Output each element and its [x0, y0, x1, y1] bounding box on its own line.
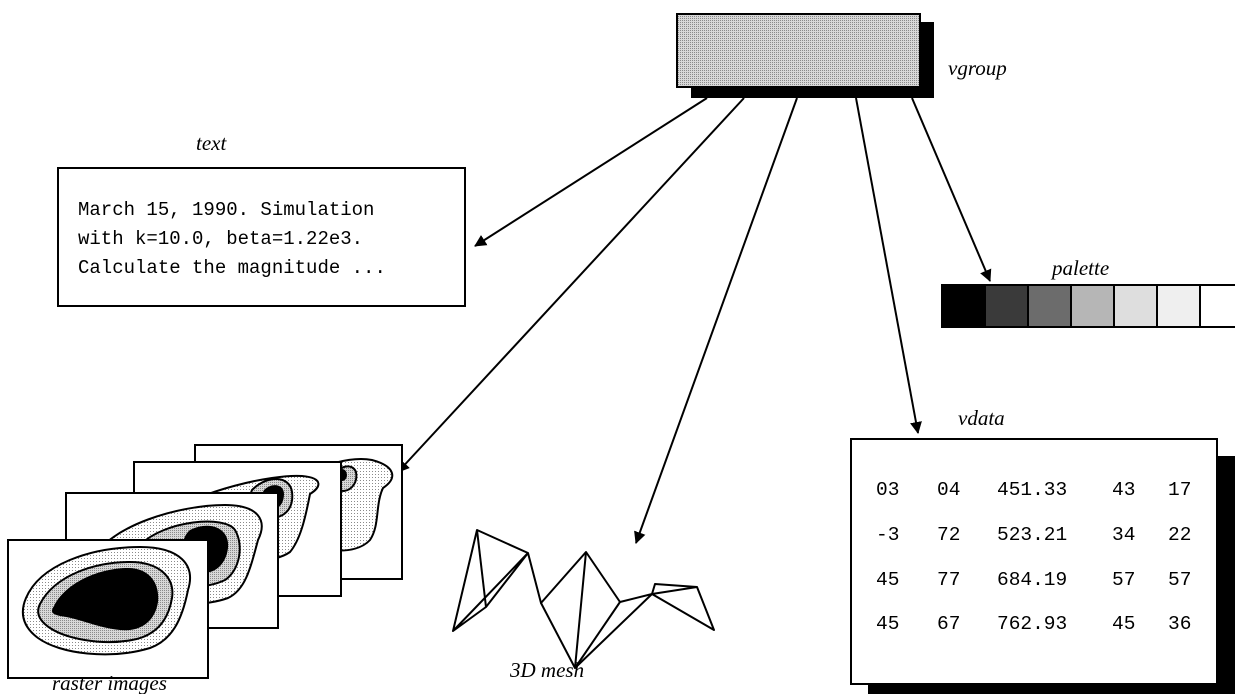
vdata-cell: 57	[1112, 569, 1135, 591]
vdata-cell: 45	[876, 569, 899, 591]
vdata-cell: 22	[1168, 524, 1191, 546]
palette-swatch	[1156, 284, 1201, 328]
vdata-cell: 03	[876, 479, 899, 501]
palette-swatches	[941, 284, 1235, 328]
arrow-to-raster-images	[397, 97, 745, 473]
palette-swatch	[941, 284, 986, 328]
vdata-cell: 684.19	[997, 569, 1067, 591]
palette-swatch	[1070, 284, 1115, 328]
vdata-cell: -3	[876, 524, 899, 546]
text-line-1: March 15, 1990. Simulation	[78, 199, 374, 221]
vdata-cell: 57	[1168, 569, 1191, 591]
palette-label: palette	[1050, 256, 1109, 280]
vgroup-node: vgroup	[676, 13, 1007, 98]
vdata-cell: 17	[1168, 479, 1191, 501]
vdata-cell: 77	[937, 569, 960, 591]
vdata-cell: 45	[876, 613, 899, 635]
vgroup-box	[676, 13, 921, 88]
raster-images-label: raster images	[52, 671, 167, 694]
vdata-table: 03 04 451.33 43 17 -3 72 523.21 34 22 45 77 684.19 57…	[876, 479, 1191, 635]
vdata-cell: 04	[937, 479, 960, 501]
vdata-node: vdata 03 04 451.33 43 17 -3 72 523.21 34 22 45 77 68…	[850, 406, 1235, 694]
vdata-cell: 67	[937, 613, 960, 635]
vdata-cell: 451.33	[997, 479, 1067, 501]
raster-images-node: raster images	[7, 444, 403, 694]
3d-mesh-label: 3D mesh	[509, 658, 584, 682]
vdata-cell: 762.93	[997, 613, 1067, 635]
palette-swatch	[1199, 284, 1235, 328]
arrow-to-vdata	[855, 97, 922, 434]
raster-image	[7, 539, 209, 679]
arrow-to-palette	[911, 97, 992, 282]
text-line-2: with k=10.0, beta=1.22e3.	[78, 228, 363, 250]
connector-arrows	[397, 97, 992, 544]
vdata-cell: 34	[1112, 524, 1135, 546]
palette-swatch	[984, 284, 1029, 328]
palette-swatch	[1113, 284, 1158, 328]
palette-node: palette	[941, 256, 1235, 328]
text-box	[57, 167, 466, 307]
vdata-label: vdata	[958, 406, 1005, 430]
palette-swatch	[1027, 284, 1072, 328]
vdata-cell: 72	[937, 524, 960, 546]
vdata-box	[850, 438, 1218, 685]
vdata-cell: 45	[1112, 613, 1135, 635]
vdata-cell: 523.21	[997, 524, 1067, 546]
vdata-cell: 36	[1168, 613, 1191, 635]
arrow-to-text	[474, 97, 708, 247]
mesh-wireframe	[452, 529, 715, 669]
vgroup-label: vgroup	[948, 56, 1007, 80]
arrow-to-3d-mesh	[634, 97, 798, 544]
text-node: text March 15, 1990. Simulation with k=1…	[57, 131, 466, 307]
text-label: text	[196, 131, 227, 155]
text-line-3: Calculate the magnitude ...	[78, 257, 386, 279]
vdata-cell: 43	[1112, 479, 1135, 501]
3d-mesh-node: 3D mesh	[452, 529, 715, 682]
